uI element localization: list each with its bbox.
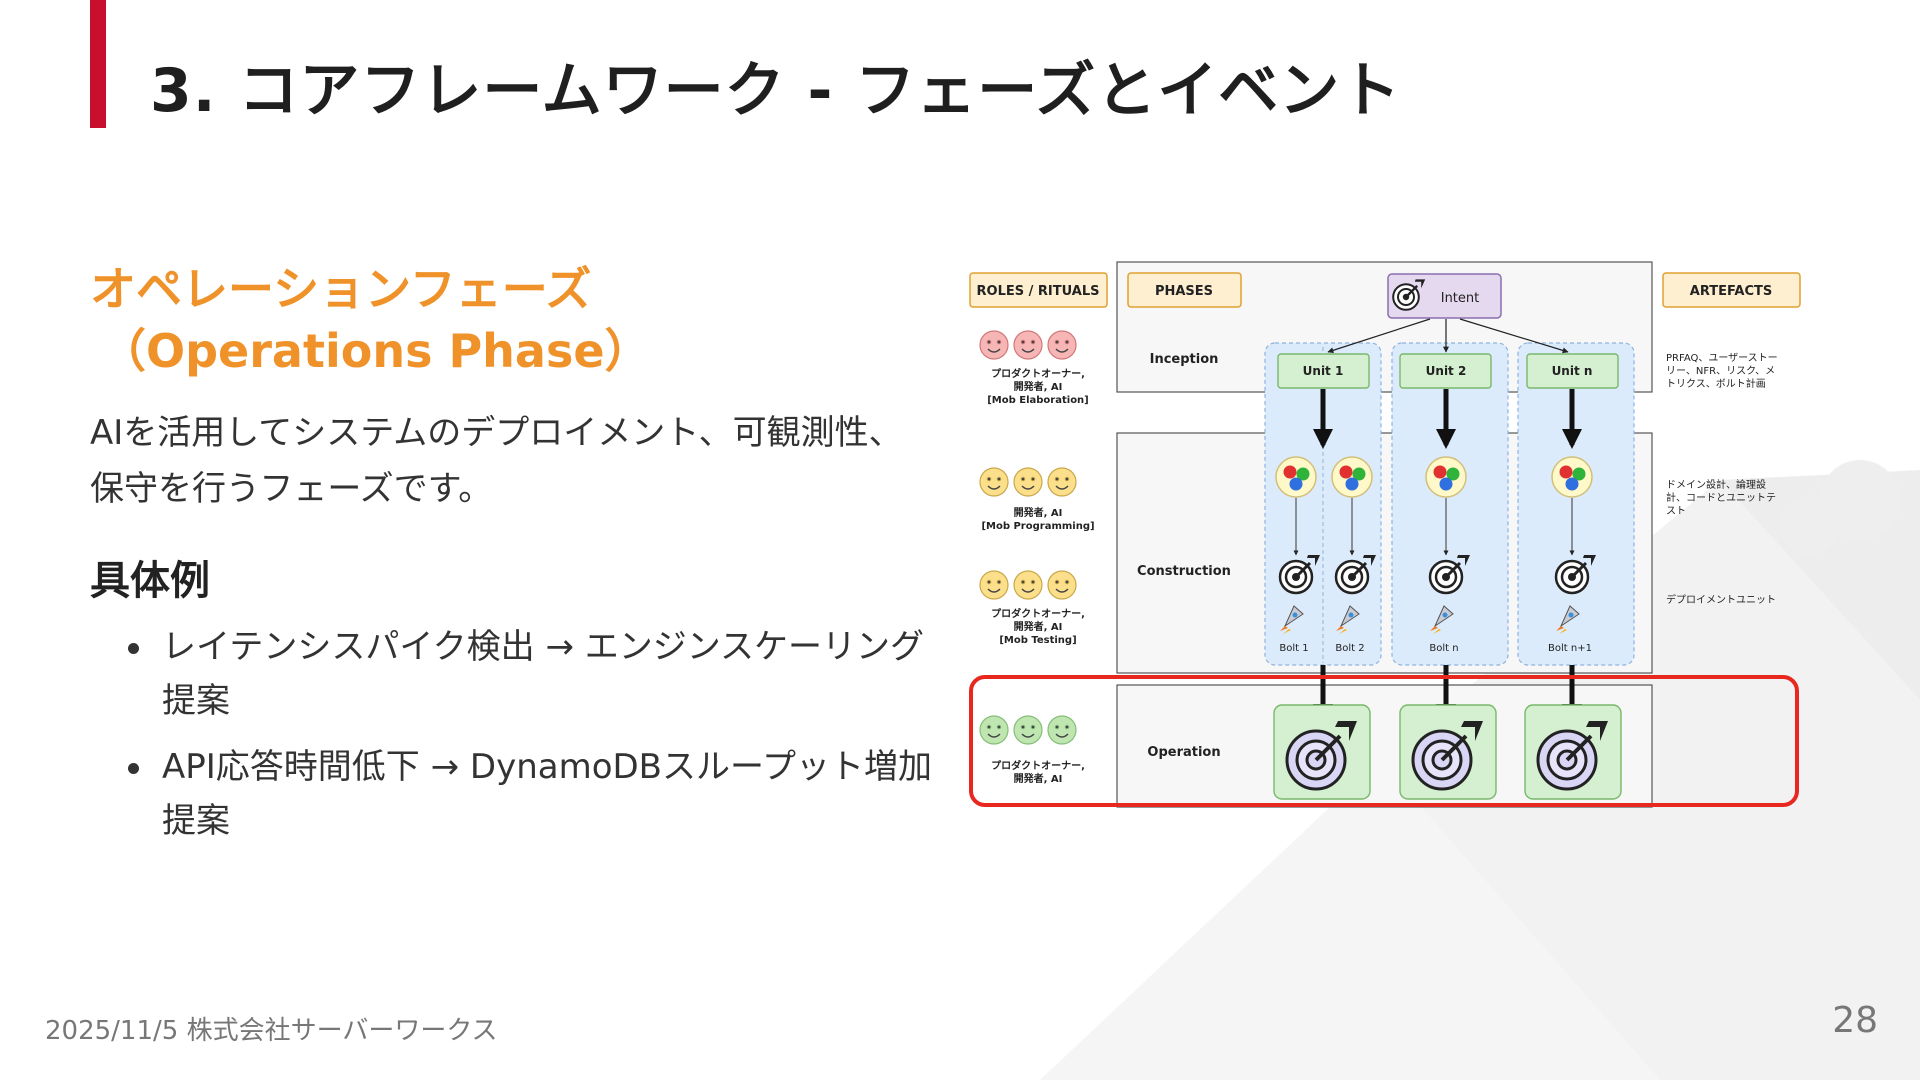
intent-box: Intent — [1387, 273, 1502, 319]
subtitle-line-1: オペレーションフェーズ — [90, 262, 592, 316]
team-cluster-icon — [1331, 456, 1373, 498]
svg-text:ドメイン設計、論理設: ドメイン設計、論理設 — [1666, 478, 1766, 491]
team-cluster-icon — [1551, 456, 1593, 498]
list-item: レイテンシスパイク検出 → エンジンスケーリング提案 — [90, 620, 940, 728]
svg-text:開発者, AI: 開発者, AI — [1014, 620, 1063, 633]
phase-label-construction: Construction — [1137, 564, 1231, 579]
svg-text:トリクス、ボルト計画: トリクス、ボルト計画 — [1666, 377, 1766, 390]
svg-text:開発者, AI: 開発者, AI — [1014, 506, 1063, 519]
deployment-box-1 — [1273, 704, 1371, 800]
artefacts-header-label: ARTEFACTS — [1690, 284, 1772, 299]
intent-arrow — [1327, 318, 1431, 354]
svg-text:[Mob Programming]: [Mob Programming] — [981, 521, 1094, 532]
phases-header-label: PHASES — [1155, 284, 1213, 299]
list-item: API応答時間低下 → DynamoDBスループット増加提案 — [90, 740, 940, 848]
artefacts-header: ARTEFACTS — [1662, 272, 1801, 308]
page-title: 3. コアフレームワーク - フェーズとイベント — [150, 56, 1402, 126]
bolt-label: Bolt 2 — [1335, 643, 1364, 654]
svg-text:PRFAQ、ユーザーストー: PRFAQ、ユーザーストー — [1666, 352, 1778, 364]
role-text-elaboration: プロダクトオーナー, 開発者, AI [Mob Elaboration] — [987, 367, 1089, 406]
svg-text:プロダクトオーナー,: プロダクトオーナー, — [991, 367, 1085, 380]
title-accent-bar — [90, 0, 106, 128]
intent-arrow — [1459, 318, 1569, 354]
roles-header-label: ROLES / RITUALS — [977, 284, 1100, 299]
role-text-programming: 開発者, AI [Mob Programming] — [981, 506, 1094, 532]
svg-text:Unit 2: Unit 2 — [1426, 364, 1467, 378]
operation-highlight — [969, 675, 1799, 807]
unit-1: Unit 1 — [1277, 353, 1370, 389]
example-text: API応答時間低下 → DynamoDBスループット増加提案 — [162, 747, 932, 841]
role-text-testing: プロダクトオーナー, 開発者, AI [Mob Testing] — [991, 607, 1085, 646]
svg-text:Unit 1: Unit 1 — [1303, 364, 1344, 378]
svg-text:スト: スト — [1666, 506, 1686, 517]
deployment-box-3 — [1524, 704, 1622, 800]
example-text: レイテンシスパイク検出 → エンジンスケーリング提案 — [162, 627, 925, 721]
team-cluster-icon — [1275, 456, 1317, 498]
svg-text:プロダクトオーナー,: プロダクトオーナー, — [991, 759, 1085, 772]
section-description: AIを活用してシステムのデプロイメント、可観測性、保守を行うフェーズです。 — [90, 413, 903, 509]
svg-text:プロダクトオーナー,: プロダクトオーナー, — [991, 607, 1085, 620]
footer-date-company: 2025/11/5 株式会社サーバーワークス — [45, 1016, 498, 1046]
role-faces-elaboration — [979, 330, 1077, 360]
framework-diagram: ROLES / RITUALS PHASES ARTEFACTS Intent … — [969, 261, 1801, 808]
page-number: 28 — [1832, 1000, 1878, 1041]
unit-column-2 — [1391, 342, 1509, 666]
artefacts-inception: PRFAQ、ユーザーストー リー、NFR、リスク、メ トリクス、ボルト計画 — [1666, 352, 1778, 390]
unit-column-n — [1517, 342, 1635, 666]
bolt-label: Bolt n — [1429, 643, 1458, 654]
team-cluster-icon — [1425, 456, 1467, 498]
role-faces-programming — [979, 467, 1077, 497]
examples-list: レイテンシスパイク検出 → エンジンスケーリング提案 API応答時間低下 → D… — [90, 620, 940, 860]
bullet-dot-icon — [128, 763, 139, 774]
phases-header: PHASES — [1127, 272, 1242, 308]
unit-2: Unit 2 — [1399, 353, 1492, 389]
bullet-dot-icon — [128, 643, 139, 654]
svg-text:計、コードとユニットテ: 計、コードとユニットテ — [1666, 491, 1776, 504]
deployment-box-2 — [1399, 704, 1497, 800]
role-faces-testing — [979, 570, 1077, 600]
subtitle-line-2: （Operations Phase） — [100, 324, 651, 378]
bolt-label: Bolt n+1 — [1548, 643, 1592, 654]
role-text-operation: プロダクトオーナー, 開発者, AI — [991, 759, 1085, 785]
svg-text:Unit n: Unit n — [1552, 364, 1593, 378]
phase-label-operation: Operation — [1147, 745, 1220, 760]
artefacts-construction: ドメイン設計、論理設 計、コードとユニットテ スト — [1666, 478, 1776, 517]
intent-label: Intent — [1441, 291, 1480, 306]
svg-text:[Mob Testing]: [Mob Testing] — [999, 635, 1076, 646]
artefacts-deploy: デプロイメントユニット — [1666, 593, 1776, 606]
phase-label-inception: Inception — [1150, 352, 1219, 367]
examples-heading: 具体例 — [90, 558, 210, 604]
bolt-label: Bolt 1 — [1279, 643, 1308, 654]
section-subtitle: オペレーションフェーズ （Operations Phase） — [90, 258, 651, 382]
role-faces-operation — [979, 715, 1077, 745]
svg-text:リー、NFR、リスク、メ: リー、NFR、リスク、メ — [1666, 365, 1775, 377]
roles-header: ROLES / RITUALS — [969, 272, 1108, 308]
svg-text:開発者, AI: 開発者, AI — [1014, 772, 1063, 785]
svg-text:開発者, AI: 開発者, AI — [1014, 380, 1063, 393]
unit-n: Unit n — [1526, 353, 1619, 389]
svg-text:[Mob Elaboration]: [Mob Elaboration] — [987, 395, 1089, 406]
